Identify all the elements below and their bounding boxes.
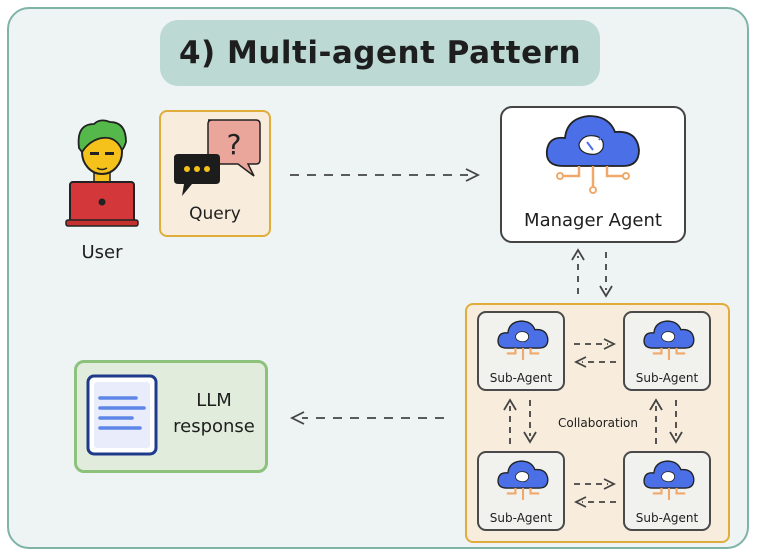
sub-agent-label: Sub-Agent: [489, 371, 553, 385]
collaboration-label: Collaboration: [558, 416, 638, 430]
cloud-agent-icon: [497, 320, 549, 360]
document-icon: [86, 374, 158, 456]
cloud-agent-icon: [497, 460, 549, 500]
sub-agent-label: Sub-Agent: [635, 371, 699, 385]
user-icon: [65, 119, 139, 227]
diagram-title: 4) Multi-agent Pattern: [160, 20, 600, 86]
sub-agent-4: Sub-Agent: [623, 451, 711, 531]
llm-response-label: LLM response: [160, 388, 268, 440]
sub-agent-3: Sub-Agent: [477, 451, 565, 531]
arrows-sub-agent-2-4: [649, 398, 683, 444]
llm-label-line1: LLM: [196, 390, 232, 411]
arrow-collaboration-to-llm: [289, 411, 444, 425]
arrows-manager-collaboration: [571, 248, 613, 298]
manager-agent-label: Manager Agent: [524, 210, 662, 231]
llm-label-line2: response: [173, 416, 255, 437]
sub-agent-label: Sub-Agent: [635, 511, 699, 525]
user-label: User: [81, 242, 123, 263]
sub-agent-label: Sub-Agent: [489, 511, 553, 525]
question-mark: ?: [227, 128, 242, 161]
cloud-agent-icon: [545, 115, 640, 194]
query-label: Query: [189, 204, 241, 224]
arrows-sub-agent-1-2: [573, 338, 617, 368]
chat-bubbles-icon: ?: [174, 119, 261, 196]
sub-agent-1: Sub-Agent: [477, 311, 565, 391]
cloud-agent-icon: [643, 320, 695, 360]
cloud-agent-icon: [643, 460, 695, 500]
arrow-query-to-manager: [290, 168, 481, 182]
arrows-sub-agent-3-4: [573, 478, 617, 508]
arrows-sub-agent-1-3: [503, 398, 537, 444]
sub-agent-2: Sub-Agent: [623, 311, 711, 391]
